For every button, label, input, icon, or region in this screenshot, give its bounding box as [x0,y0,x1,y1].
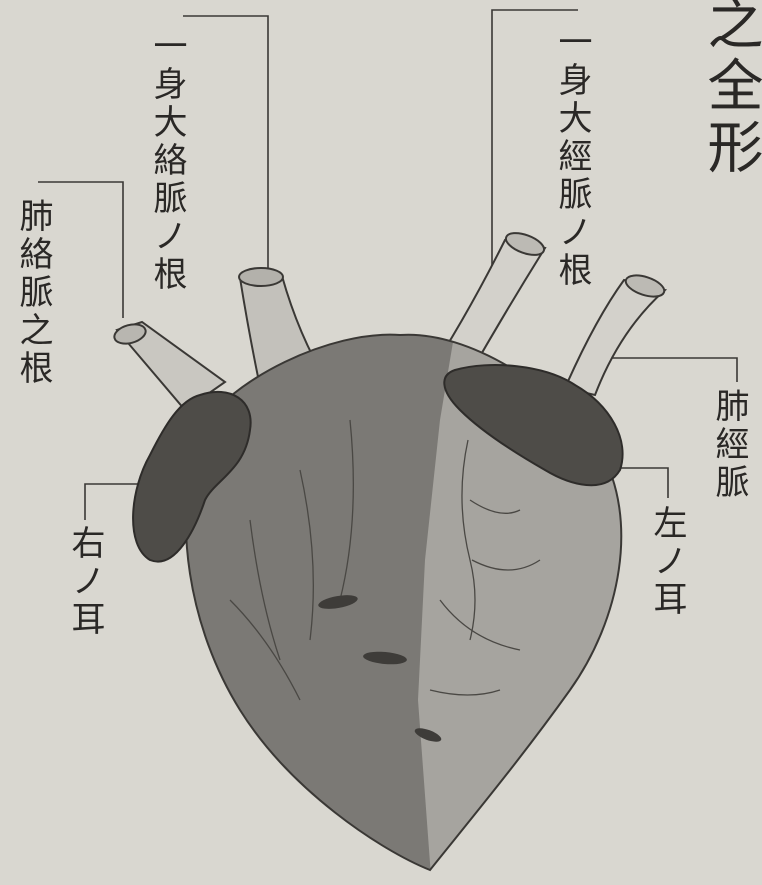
vena-cava-opening [239,268,283,286]
leader-line-right-auricle [85,484,138,520]
title-fragment: 之全形 [702,0,758,180]
leader-line-left-auricle [620,468,668,498]
label-pulmonary-artery: 肺經脈 [712,388,746,502]
leader-line-pulmonary-artery [610,358,737,382]
label-right-auricle: 右ノ耳 [68,525,102,639]
leader-line-vena-cava [183,16,268,268]
label-aorta-root: 一身大經脈ノ根 [555,24,589,290]
label-vena-cava-root: 一身大絡脈ノ根 [150,28,184,294]
label-left-auricle: 左ノ耳 [650,505,684,619]
label-pulmonary-vein-root: 肺絡脈之根 [16,198,50,388]
